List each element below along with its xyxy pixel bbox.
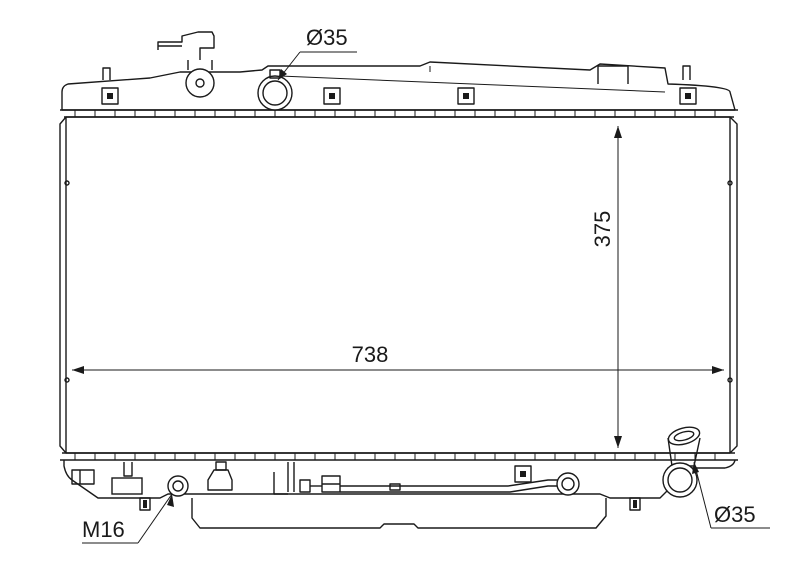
- drain-callout: M16: [82, 493, 174, 544]
- bottom-tank: [60, 452, 738, 529]
- width-dimension-label: 738: [352, 342, 389, 367]
- inlet-callout: Ø35: [277, 25, 357, 81]
- width-dimension: 738: [72, 342, 724, 374]
- top-tank-teeth: [74, 110, 716, 117]
- outlet-diameter-label: Ø35: [714, 502, 756, 527]
- upper-inlet: [257, 69, 293, 111]
- top-tank: [60, 61, 738, 118]
- drain-thread-label: M16: [82, 517, 125, 542]
- bottom-tank-teeth: [74, 453, 716, 460]
- inlet-diameter-label: Ø35: [306, 25, 348, 50]
- height-dimension-label: 375: [590, 211, 615, 248]
- drain-plug: [167, 475, 189, 497]
- radiator-core: [59, 116, 738, 454]
- outlet-callout: Ø35: [692, 461, 770, 529]
- filler-cap: [157, 31, 215, 98]
- oil-cooler-line: [273, 462, 580, 496]
- height-dimension: 375: [590, 126, 622, 448]
- top-mount-bosses: [101, 87, 697, 105]
- lower-outlet: [662, 426, 701, 498]
